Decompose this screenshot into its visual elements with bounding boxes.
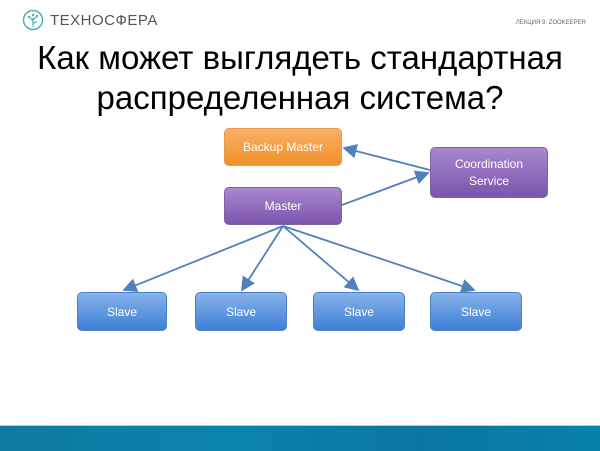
lecture-label: ЛЕКЦИЯ 9: ZOOKEEPER <box>515 20 586 26</box>
slave-node: Slave <box>195 292 287 331</box>
footer-band <box>0 425 600 451</box>
slave-node: Slave <box>77 292 167 331</box>
slave-node: Slave <box>430 292 522 331</box>
arrow-master-to-slave <box>282 225 360 292</box>
arrow-master-to-slave <box>282 225 476 293</box>
arrow-master-to-slave <box>122 225 284 292</box>
slave-node: Slave <box>313 292 405 331</box>
coordination-service-node: Coordination Service <box>430 147 548 198</box>
slide-title: Как может выглядеть стандартная распреде… <box>37 39 563 116</box>
backup-master-node: Backup Master <box>224 128 342 166</box>
brand-name: ТЕХНОСФЕРА <box>50 11 158 29</box>
arrow-coord-to-backup <box>342 144 431 171</box>
arrow-master-to-slave <box>241 225 284 292</box>
arrow-master-to-coord <box>341 170 430 206</box>
master-node: Master <box>224 187 342 225</box>
brand-logo: ТЕХНОСФЕРА <box>22 9 158 31</box>
tree-icon <box>22 9 44 31</box>
